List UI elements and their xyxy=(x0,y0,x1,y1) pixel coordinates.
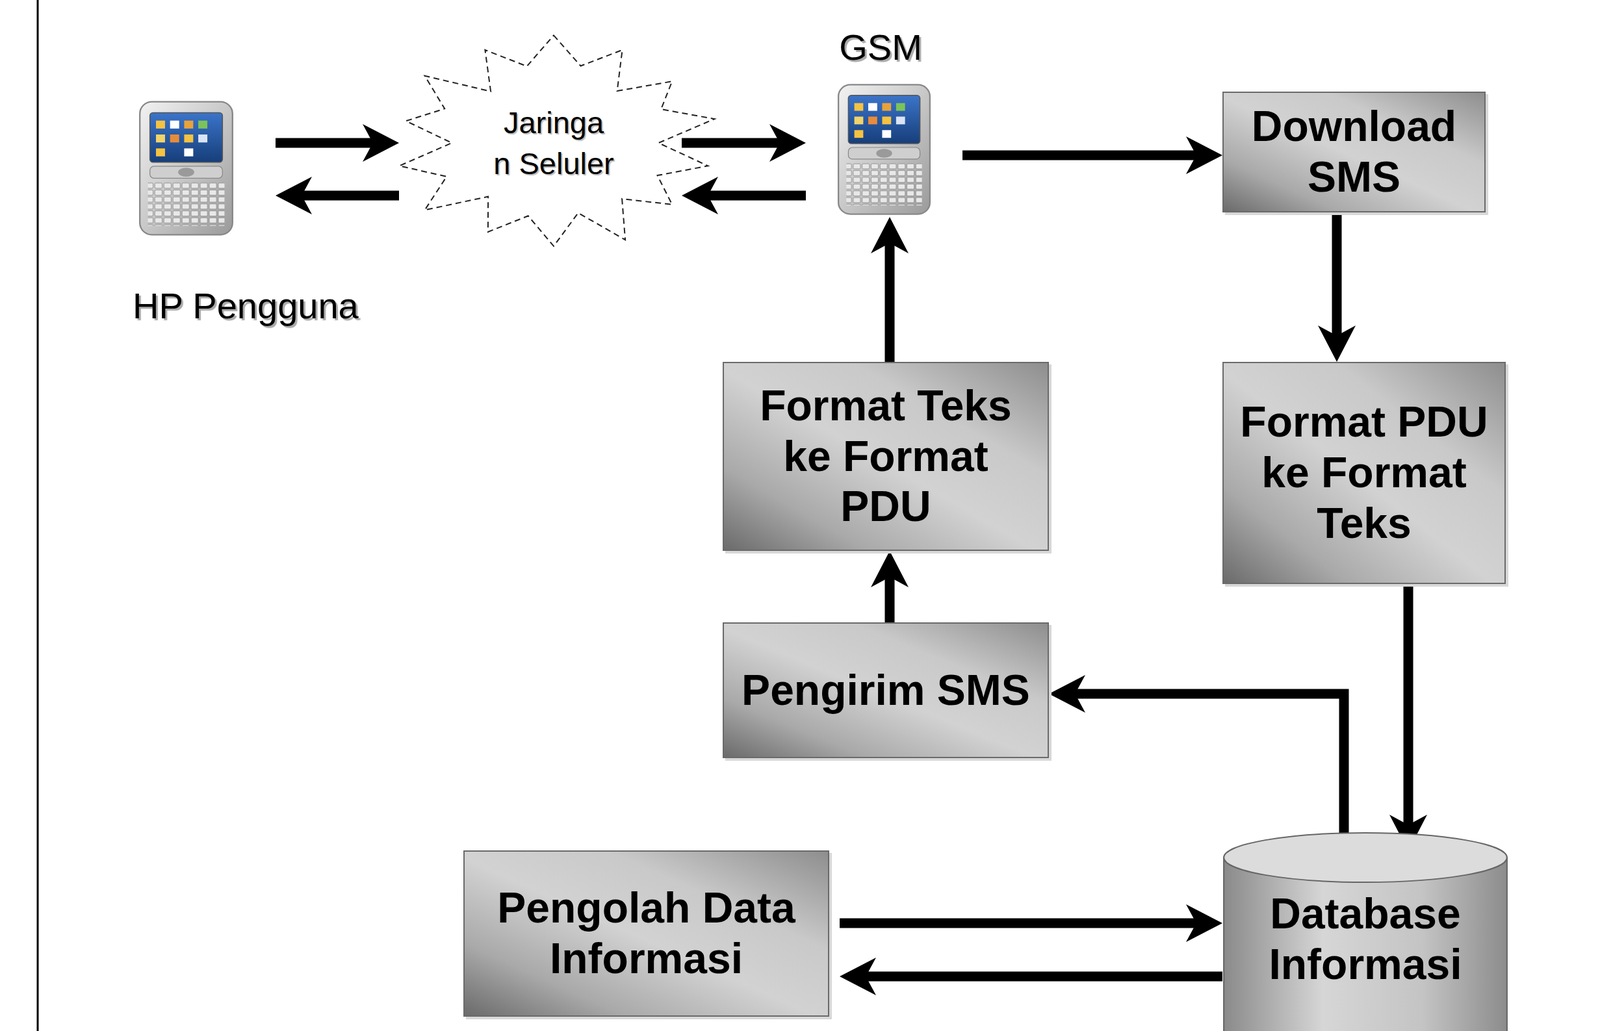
node-label: Pengirim SMS xyxy=(729,665,1042,717)
flow-arrow xyxy=(275,124,400,162)
arrow-line xyxy=(1074,694,1344,852)
flow-arrow xyxy=(870,217,909,362)
phone-icon xyxy=(834,81,934,218)
arrow-line xyxy=(1332,212,1342,337)
node-label: Format Teks ke Format PDU xyxy=(723,380,1048,533)
process-box: Pengirim SMS xyxy=(722,622,1049,759)
user-phone: HP Pengguna xyxy=(132,96,367,331)
process-box: Format Teks ke Format PDU xyxy=(722,361,1049,552)
node-label: HP Pengguna xyxy=(132,284,359,327)
arrow-head xyxy=(362,124,400,162)
frame-line xyxy=(37,0,39,1031)
arrow-head xyxy=(839,957,877,996)
node-label: Pengolah Data Informasi xyxy=(464,883,828,985)
arrow-head xyxy=(769,124,806,162)
flow-arrow xyxy=(1317,212,1356,362)
node-label: Database Informasi xyxy=(1222,889,1509,991)
process-box: Download SMS xyxy=(1222,91,1486,213)
arrow-line xyxy=(681,138,781,149)
phone-icon xyxy=(135,98,237,238)
flow-arrow xyxy=(870,551,909,623)
flow-arrow xyxy=(1048,675,1344,852)
arrow-line xyxy=(864,972,1223,982)
flow-arrow xyxy=(1389,584,1428,852)
node-label: Format PDU ke Format Teks xyxy=(1223,397,1505,550)
arrow-line xyxy=(885,242,895,362)
flow-arrow xyxy=(681,124,806,162)
flow-arrow xyxy=(839,904,1223,943)
arrow-line xyxy=(300,191,400,201)
arrow-head xyxy=(870,551,909,588)
phone-icon xyxy=(135,98,237,238)
phone-icon xyxy=(834,81,934,218)
process-box: Pengolah Data Informasi xyxy=(463,850,830,1018)
flow-arrow xyxy=(962,136,1223,175)
arrow-line xyxy=(1403,584,1414,826)
gsm-modem: GSM xyxy=(805,25,956,221)
database-cylinder: Database Informasi xyxy=(1222,831,1509,1031)
flow-arrow xyxy=(275,176,400,215)
arrow-line xyxy=(707,191,806,201)
arrow-line xyxy=(885,576,895,623)
cloud-outline xyxy=(382,30,725,256)
flow-arrow xyxy=(839,957,1223,996)
node-label: GSM xyxy=(838,25,923,69)
arrow-head xyxy=(1317,325,1356,362)
arrow-head xyxy=(681,176,719,215)
arrow-line xyxy=(839,918,1198,929)
cellular-network: Jaringa n Seluler xyxy=(382,30,725,256)
arrow-line xyxy=(275,138,374,149)
arrow-head xyxy=(1186,136,1223,175)
node-label: Jaringa n Seluler xyxy=(491,102,616,185)
arrow-head xyxy=(275,176,312,215)
arrow-line xyxy=(962,150,1198,161)
flow-arrow xyxy=(681,176,806,215)
process-box: Format PDU ke Format Teks xyxy=(1222,361,1506,585)
node-label: Download SMS xyxy=(1223,101,1485,203)
arrow-head xyxy=(1048,675,1086,713)
arrow-head xyxy=(870,217,909,254)
arrow-head xyxy=(1186,904,1223,943)
